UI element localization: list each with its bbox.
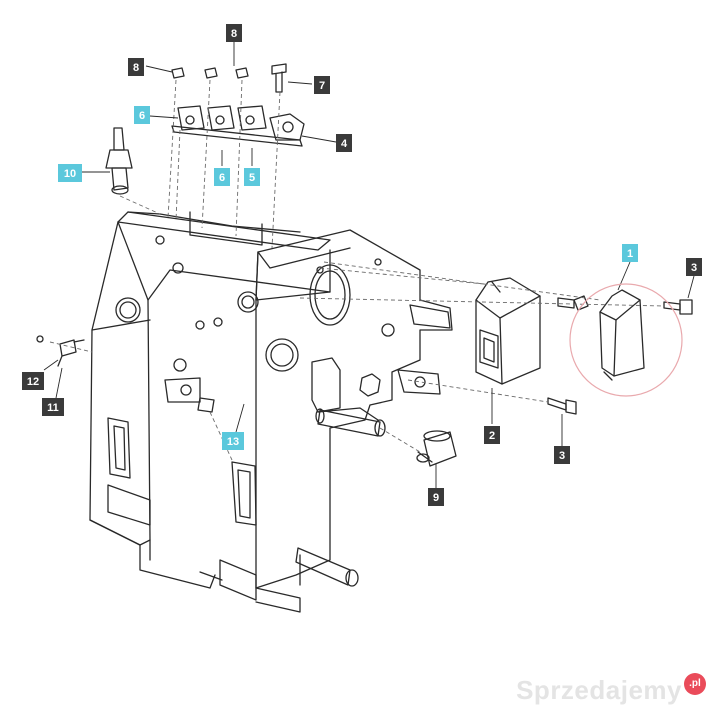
callout-number: 10 (64, 168, 76, 180)
callout-box (128, 58, 144, 76)
callout-box (314, 76, 330, 94)
callout-number: 11 (47, 402, 59, 414)
callout-number: 9 (433, 492, 439, 504)
callout-number: 4 (341, 138, 348, 150)
callout-number: 7 (319, 80, 325, 92)
callout-c5: 5 (244, 168, 260, 186)
callout-box (222, 432, 244, 450)
callout-c1: 1 (622, 244, 638, 262)
callout-box (244, 168, 260, 186)
bushing-9 (416, 430, 457, 467)
bolts-3 (547, 295, 693, 415)
callout-number: 2 (489, 430, 495, 442)
bolt-7 (271, 63, 287, 93)
callout-c3-right: 3 (686, 258, 702, 276)
watermark-badge: .pl (684, 672, 706, 695)
callout-number: 5 (249, 172, 255, 184)
callout-number: 3 (559, 450, 565, 462)
callout-box (428, 488, 444, 506)
callout-number: 8 (133, 62, 139, 74)
callout-number: 12 (27, 376, 39, 388)
callout-c6-top: 6 (134, 106, 150, 124)
callout-c4: 4 (336, 134, 352, 152)
callout-box (42, 398, 64, 416)
callout-number: 13 (227, 436, 239, 448)
callout-box (134, 106, 150, 124)
callout-number: 3 (691, 262, 697, 274)
callout-box (622, 244, 638, 262)
callout-box (484, 426, 500, 444)
callout-c11: 11 (42, 398, 64, 416)
callout-box (686, 258, 702, 276)
bracket-frame (89, 211, 331, 589)
callout-c2: 2 (484, 426, 500, 444)
callout-box (336, 134, 352, 152)
sensor-11-12 (36, 335, 85, 367)
watermark: Sprzedajemy .pl (516, 672, 706, 706)
cover-1 (599, 289, 645, 381)
watermark-text: Sprzedajemy (516, 675, 682, 705)
callout-c12: 12 (22, 372, 44, 390)
nuts-8 (171, 67, 249, 79)
callout-box (554, 446, 570, 464)
callout-c10: 10 (58, 164, 82, 182)
sensor-housings-top (171, 105, 305, 147)
callout-c8-top: 8 (226, 24, 242, 42)
callout-number: 6 (219, 172, 225, 184)
callout-c6-mid: 6 (214, 168, 230, 186)
callout-leaders (43, 42, 695, 488)
callout-c9: 9 (428, 488, 444, 506)
highlight-ring-item-1 (569, 283, 683, 397)
bracket-side-plate (199, 229, 453, 613)
callout-box (22, 372, 44, 390)
callout-number: 8 (231, 28, 237, 40)
callout-number: 1 (627, 248, 633, 260)
assembly-lines (49, 79, 665, 461)
control-module-2 (475, 277, 541, 385)
callout-c8-left: 8 (128, 58, 144, 76)
callout-box (58, 164, 82, 182)
callout-box (226, 24, 242, 42)
callout-c13: 13 (222, 432, 244, 450)
callout-box (214, 168, 230, 186)
callout-c7: 7 (314, 76, 330, 94)
switch-10 (105, 127, 133, 195)
callout-number: 6 (139, 110, 145, 122)
callout-c3-bottom: 3 (554, 446, 570, 464)
